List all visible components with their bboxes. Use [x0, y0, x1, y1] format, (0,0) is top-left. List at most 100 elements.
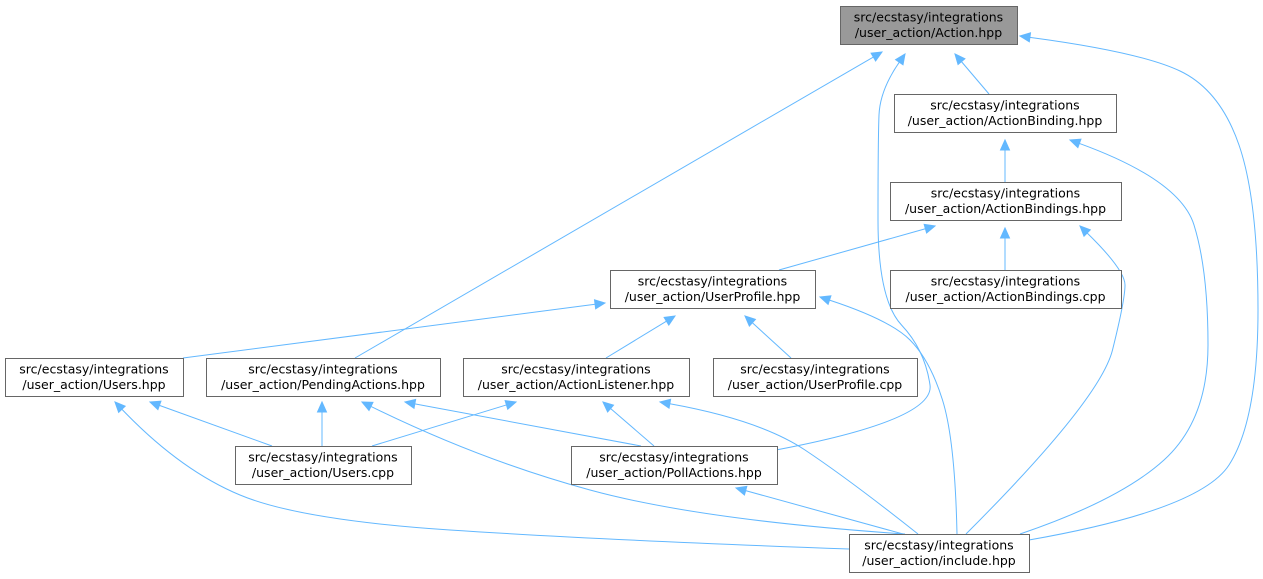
node-label-line1: src/ecstasy/integrations	[501, 362, 650, 377]
node-label-line1: src/ecstasy/integrations	[930, 98, 1079, 113]
edge-line	[1019, 142, 1209, 535]
node-userprofile_cpp[interactable]: src/ecstasy/integrations/user_action/Use…	[713, 358, 918, 397]
edge-arrowhead	[1018, 32, 1032, 43]
edge-line	[752, 322, 792, 359]
node-label-line2: /user_action/PendingActions.hpp	[221, 377, 425, 392]
node-box	[610, 270, 816, 309]
edge-arrowhead	[894, 52, 906, 66]
node-box	[235, 446, 412, 485]
edge-include_hpp-to-users_hpp	[114, 401, 850, 550]
edge-line	[775, 61, 931, 451]
edge-include_hpp-to-pendingactions_hpp	[360, 401, 906, 535]
edge-arrowhead	[360, 401, 374, 412]
node-include_hpp[interactable]: src/ecstasy/integrations/user_action/inc…	[849, 534, 1030, 573]
node-actionbindings_hpp[interactable]: src/ecstasy/integrations/user_action/Act…	[890, 182, 1122, 221]
edge-line	[414, 403, 642, 447]
edge-arrowhead	[818, 295, 832, 306]
edge-line	[745, 490, 904, 535]
node-label-line1: src/ecstasy/integrations	[638, 274, 787, 289]
edge-pollactions_hpp-to-pendingactions_hpp	[403, 398, 642, 447]
node-box	[206, 358, 441, 397]
node-userprofile_hpp[interactable]: src/ecstasy/integrations/user_action/Use…	[610, 270, 816, 309]
edge-line	[778, 228, 926, 271]
node-label-line2: /user_action/Users.cpp	[252, 465, 394, 480]
node-pendingactions_hpp[interactable]: src/ecstasy/integrations/user_action/Pen…	[206, 358, 441, 397]
node-label-line2: /user_action/Action.hpp	[855, 25, 1002, 40]
edge-include_hpp-to-actionlistener_hpp	[658, 398, 919, 535]
edge-arrowhead	[148, 400, 162, 411]
edge-pollactions_hpp-to-actionlistener_hpp	[602, 401, 655, 447]
node-box	[463, 358, 690, 397]
edge-line	[182, 303, 596, 359]
node-label-line1: src/ecstasy/integrations	[248, 450, 397, 465]
edge-pollactions_hpp-to-action_hpp	[775, 52, 931, 451]
node-label-line1: src/ecstasy/integrations	[599, 450, 748, 465]
edge-arrowhead	[954, 53, 966, 66]
edge-line	[610, 408, 655, 447]
node-action_hpp[interactable]: src/ecstasy/integrations/user_action/Act…	[840, 6, 1018, 45]
edge-userprofile_hpp-to-actionbindings_hpp	[778, 223, 937, 271]
node-actionbindings_cpp[interactable]: src/ecstasy/integrations/user_action/Act…	[890, 270, 1122, 309]
node-label-line2: /user_action/include.hpp	[862, 553, 1016, 568]
edge-arrowhead	[1079, 225, 1092, 238]
edge-line	[371, 404, 507, 447]
edge-users_cpp-to-pendingactions_hpp	[316, 400, 328, 446]
nodes-layer: src/ecstasy/integrations/user_action/Act…	[5, 6, 1122, 573]
node-label-line2: /user_action/UserProfile.hpp	[625, 289, 801, 304]
edge-arrowhead	[999, 226, 1011, 239]
edge-arrowhead	[923, 223, 937, 234]
edge-arrowhead	[316, 400, 328, 413]
node-label-line1: src/ecstasy/integrations	[248, 362, 397, 377]
node-label-line2: /user_action/ActionBinding.hpp	[908, 113, 1103, 128]
node-label-line1: src/ecstasy/integrations	[931, 186, 1080, 201]
edge-users_cpp-to-actionlistener_hpp	[371, 400, 518, 447]
node-users_hpp[interactable]: src/ecstasy/integrations/user_action/Use…	[5, 358, 184, 397]
edge-arrowhead	[593, 299, 607, 310]
node-label-line2: /user_action/PollActions.hpp	[586, 465, 762, 480]
edge-line	[354, 56, 874, 359]
node-pollactions_hpp[interactable]: src/ecstasy/integrations/user_action/Pol…	[571, 446, 778, 485]
node-box	[713, 358, 918, 397]
node-label-line2: /user_action/ActionBindings.hpp	[905, 201, 1106, 216]
edge-include_hpp-to-userprofile_hpp	[818, 295, 958, 535]
edge-line	[121, 408, 850, 550]
node-label-line1: src/ecstasy/integrations	[740, 362, 889, 377]
node-box	[571, 446, 778, 485]
node-actionbinding_hpp[interactable]: src/ecstasy/integrations/user_action/Act…	[894, 94, 1117, 133]
edge-actionbinding_hpp-to-action_hpp	[954, 53, 990, 95]
edge-users_cpp-to-users_hpp	[148, 400, 273, 447]
edge-line	[669, 403, 919, 535]
edge-arrowhead	[663, 315, 677, 326]
edge-arrowhead	[734, 485, 748, 496]
edge-line	[370, 405, 906, 535]
node-actionlistener_hpp[interactable]: src/ecstasy/integrations/user_action/Act…	[463, 358, 690, 397]
node-box	[894, 94, 1117, 133]
node-label-line1: src/ecstasy/integrations	[19, 362, 168, 377]
edge-include_hpp-to-actionbinding_hpp	[1019, 138, 1209, 535]
edge-arrowhead	[744, 315, 757, 327]
edges-layer	[114, 32, 1259, 550]
node-box	[849, 534, 1030, 573]
node-box	[890, 182, 1122, 221]
node-label-line1: src/ecstasy/integrations	[931, 274, 1080, 289]
edge-arrowhead	[504, 400, 518, 411]
node-box	[840, 6, 1018, 45]
edge-actionbindings_hpp-to-actionbinding_hpp	[999, 138, 1011, 182]
edge-line	[1028, 36, 1259, 541]
edge-arrowhead	[1068, 138, 1082, 149]
edge-line	[961, 61, 990, 95]
edge-pendingactions_hpp-to-action_hpp	[354, 51, 884, 359]
edge-line	[159, 404, 273, 447]
edge-line	[605, 320, 667, 359]
edge-actionbindings_cpp-to-actionbindings_hpp	[999, 226, 1011, 270]
node-label-line2: /user_action/ActionListener.hpp	[478, 377, 675, 392]
edge-arrowhead	[999, 138, 1011, 151]
edge-users_hpp-to-userprofile_hpp	[182, 299, 607, 359]
node-users_cpp[interactable]: src/ecstasy/integrations/user_action/Use…	[235, 446, 412, 485]
edge-arrowhead	[870, 51, 884, 62]
node-box	[5, 358, 184, 397]
node-label-line1: src/ecstasy/integrations	[864, 538, 1013, 553]
edge-actionlistener_hpp-to-userprofile_hpp	[605, 315, 677, 359]
node-label-line2: /user_action/UserProfile.cpp	[728, 377, 903, 392]
